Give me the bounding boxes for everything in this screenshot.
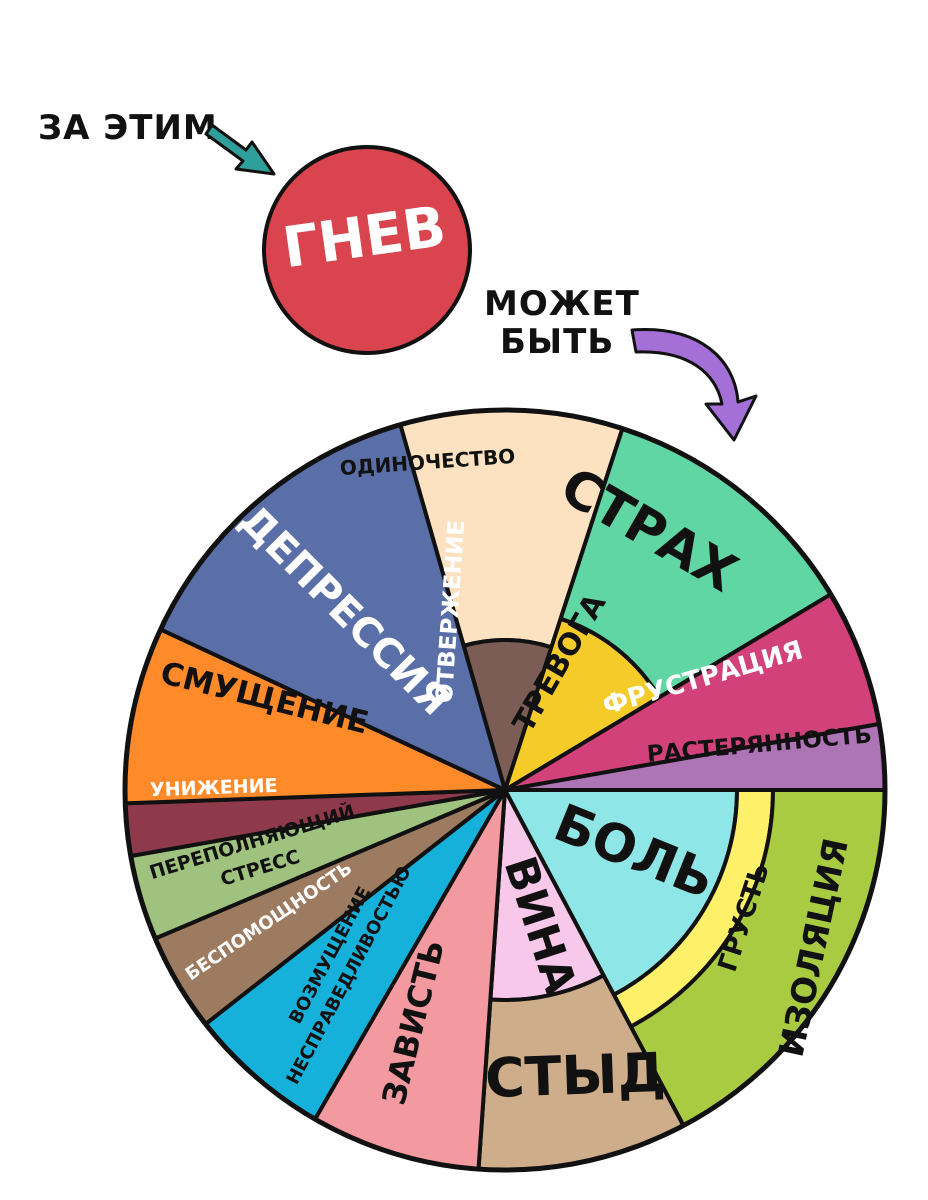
emotion-wheel: ОДИНОЧЕСТВО ОТВЕРЖЕНИЕ СТРАХ ТРЕВОГА ФРУ… (122, 407, 888, 1173)
purple-arrow-icon (630, 328, 758, 442)
label-shame: СТЫД (484, 1041, 667, 1110)
anger-circle: ГНЕВ (262, 145, 472, 355)
right-caption-line2: БЫТЬ (500, 322, 615, 362)
label-humiliation: УНИЖЕНИЕ (150, 775, 278, 801)
sector-anxiety (503, 616, 662, 792)
left-caption: ЗА ЭТИМ (38, 108, 218, 148)
teal-arrow-icon (204, 123, 276, 176)
right-caption-line1: МОЖЕТ (484, 284, 640, 324)
